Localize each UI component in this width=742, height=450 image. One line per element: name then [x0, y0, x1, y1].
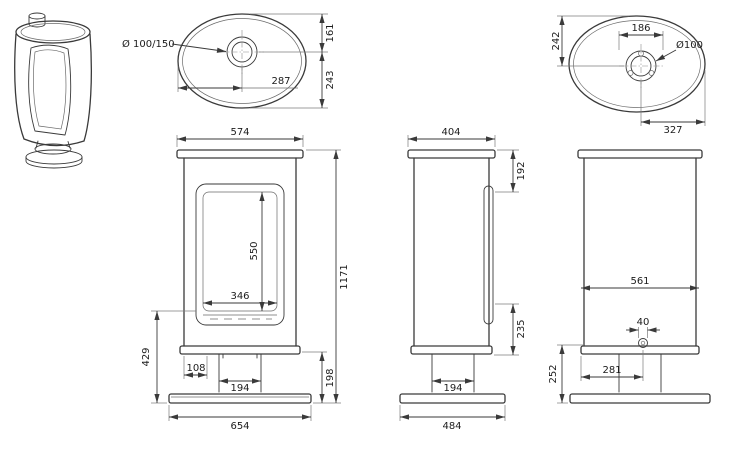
flue-collar-top: [28, 12, 46, 20]
dim-side-pedestal-depth: 194: [443, 383, 462, 394]
dim-top-center-offset: 287: [271, 76, 290, 87]
side-floor-plate: [399, 393, 506, 404]
flue-leader-line: [171, 43, 227, 53]
front-door-vent: [203, 314, 277, 320]
rear-top-view-dimensions: 186 242 Ø100 327: [551, 15, 706, 136]
dim-side-depth: 404: [441, 127, 460, 138]
dim-front-width: 574: [230, 127, 249, 138]
front-floor-plate: [168, 393, 312, 404]
flue-clamp-screw: [627, 70, 634, 76]
flue-centerlines: [220, 30, 264, 74]
dim-flue-to-side: 327: [663, 125, 682, 136]
side-view: 404 192 235 194 484: [399, 127, 527, 432]
side-pedestal: [431, 353, 475, 393]
dim-side-plate-depth: 484: [442, 421, 461, 432]
dim-rear-body-width: 561: [630, 276, 649, 287]
front-view-dimensions: 574 1171 550 346 429 108 194 198: [141, 127, 350, 432]
dim-front-total-height: 1171: [339, 264, 350, 289]
rear-pedestal: [618, 353, 662, 393]
dim-rear-flue-diameter: Ø100: [676, 39, 703, 51]
dim-top-front-to-flue: 161: [325, 23, 336, 42]
side-view-dimensions: 404 192 235 194 484: [399, 127, 527, 432]
stove-floor-plate: [25, 149, 83, 165]
air-intake-port-inner: [640, 340, 646, 346]
dim-front-pedestal-width: 194: [230, 383, 249, 394]
rear-flue-centerlines: [619, 44, 663, 88]
front-view: 574 1171 550 346 429 108 194 198: [141, 127, 350, 432]
top-view-dimensions: Ø 100/150 287 161 243: [122, 13, 336, 109]
flue-clamp-screw: [648, 70, 655, 76]
rear-flue-leader: [655, 49, 677, 62]
air-intake-port: [638, 338, 648, 348]
top-view-oval-inner: [182, 18, 302, 104]
rear-top-oval: [568, 15, 706, 113]
front-top-plate: [176, 149, 304, 159]
dim-front-base-height: 198: [325, 368, 336, 387]
side-body-sides: [413, 157, 490, 347]
dim-front-side-offset: 108: [186, 363, 205, 374]
front-door-glass: [202, 191, 278, 312]
top-view-oval: [177, 13, 307, 109]
side-door-edge: [483, 185, 494, 325]
dim-rear-collar-span: 186: [631, 23, 650, 34]
rear-floor-plate: [569, 393, 711, 404]
side-bottom-lip: [410, 345, 493, 355]
flue-collar-side: [28, 15, 46, 28]
rear-bottom-lip: [580, 345, 700, 355]
dim-front-glass-height: 550: [249, 241, 260, 260]
stove-door-outline: [28, 44, 72, 136]
dim-intake-diameter: 40: [637, 317, 650, 328]
dim-front-glass-width: 346: [230, 291, 249, 302]
stove-body-outline: [14, 33, 92, 147]
rear-top-oval-inner: [573, 20, 701, 108]
dim-intake-offset: 281: [602, 365, 621, 376]
rear-top-view: 186 242 Ø100 327: [551, 15, 706, 136]
rear-view-dimensions: 561 40 281 252: [548, 276, 699, 404]
stove-door-glass: [33, 49, 67, 130]
dim-side-top-to-door: 192: [516, 161, 527, 180]
rear-body-sides: [583, 157, 697, 347]
side-top-plate: [407, 149, 496, 159]
front-door-frame: [195, 183, 285, 326]
stove-floor-plate-edge: [25, 156, 83, 169]
dim-front-floor-to-glass: 429: [141, 347, 152, 366]
dim-front-plate-width: 654: [230, 421, 249, 432]
top-view: Ø 100/150 287 161 243: [122, 13, 336, 109]
rear-view: 561 40 281 252: [548, 149, 711, 404]
stove-top-plate: [15, 20, 91, 44]
dim-intake-height: 252: [548, 364, 559, 383]
front-body-sides: [183, 157, 297, 347]
stove-pedestal-base: [34, 143, 72, 155]
dim-side-door-to-base: 235: [516, 319, 527, 338]
rear-top-plate: [577, 149, 703, 159]
dim-flue-diameter-combo: Ø 100/150: [122, 38, 175, 50]
front-bottom-lip: [179, 345, 301, 355]
front-pedestal: [218, 353, 262, 393]
stove-top-inner-lip: [20, 23, 86, 41]
dim-top-flue-to-rear: 243: [325, 70, 336, 89]
stove-perspective-view: [14, 12, 92, 169]
dim-rear-to-flue: 242: [551, 31, 562, 50]
